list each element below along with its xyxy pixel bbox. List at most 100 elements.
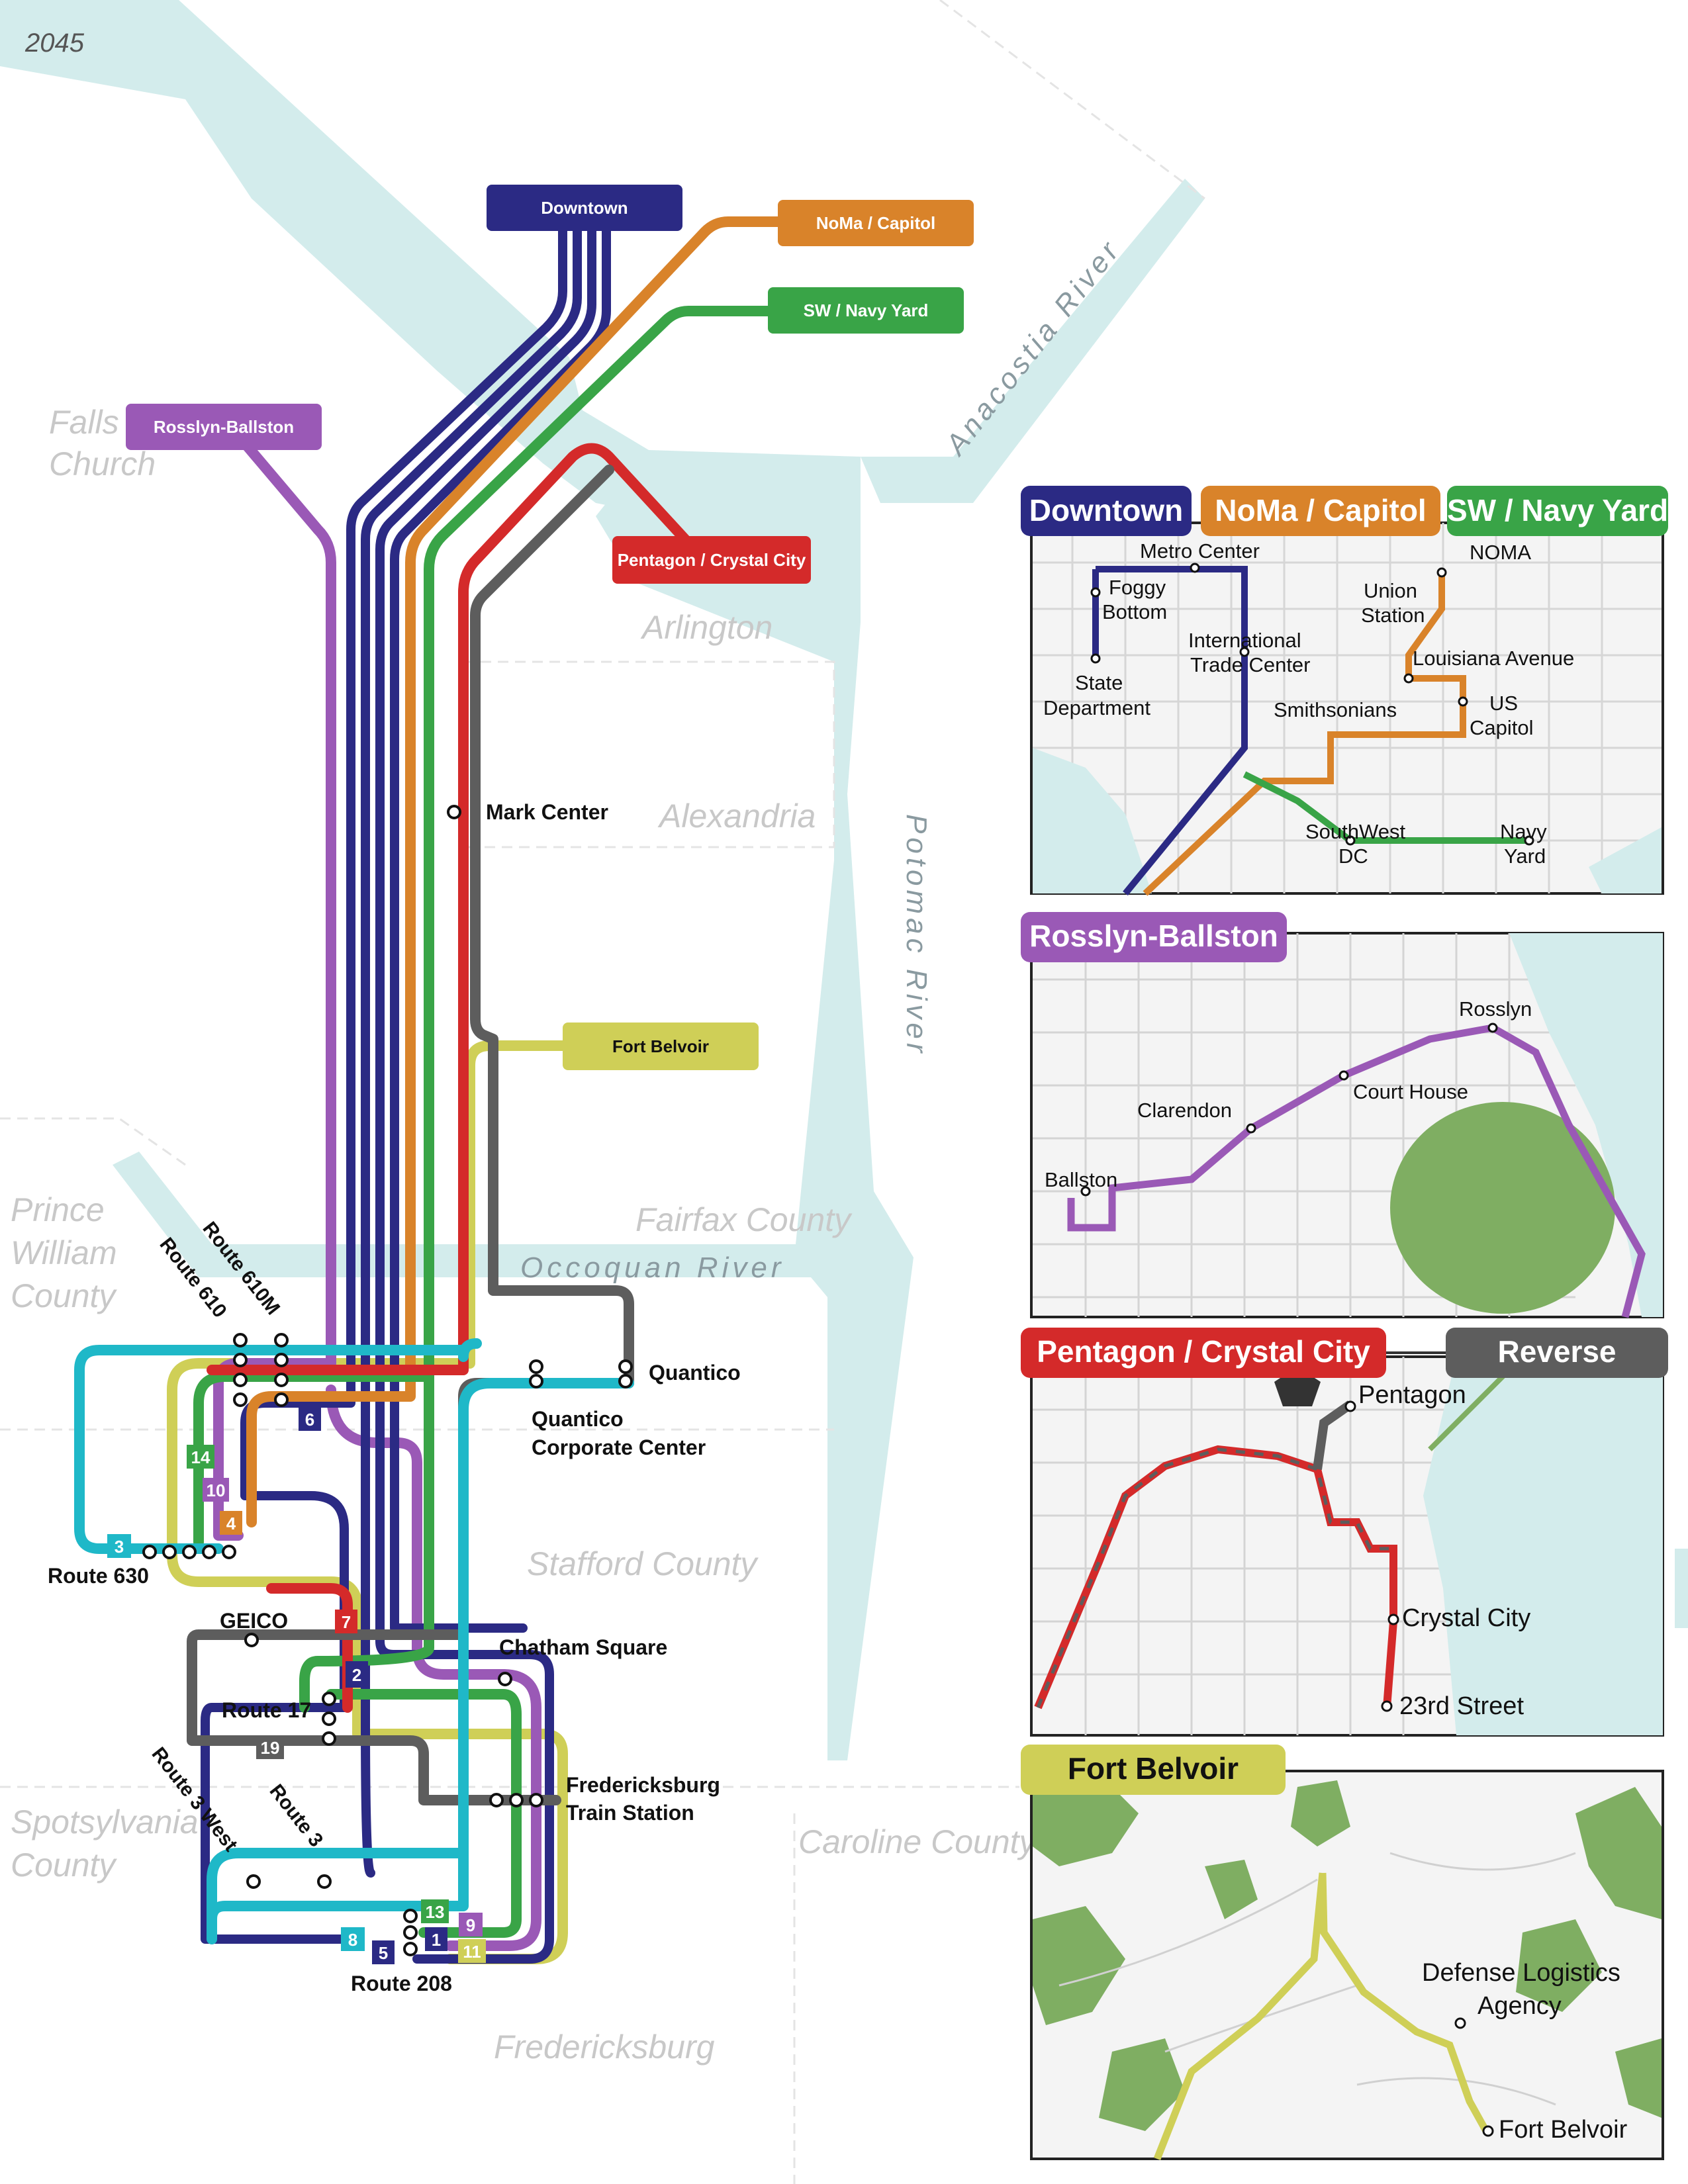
anacostia-river <box>861 179 1205 503</box>
stop-route630-b[interactable] <box>162 1545 177 1559</box>
region-fairfax: Fairfax County <box>635 1201 853 1238</box>
label-route208: Route 208 <box>351 1972 452 1995</box>
stop-route630-c[interactable] <box>182 1545 197 1559</box>
inset-pentagon-reverse-bg <box>1446 1328 1668 1378</box>
label-fred-train-1: Fredericksburg <box>566 1773 720 1797</box>
inset-pentagon-reverse-route <box>1036 1447 1393 1708</box>
label-geico: GEICO <box>220 1609 288 1633</box>
stop-route208-b[interactable] <box>403 1925 418 1940</box>
stop-route610m-d[interactable] <box>274 1392 289 1407</box>
inset-dc-label-noma: NOMA <box>1470 541 1531 564</box>
inset-rosslyn-stop-rosslyn[interactable] <box>1487 1023 1498 1033</box>
inset-dc-stop-southwest[interactable] <box>1345 835 1356 846</box>
tag-downtown-bg[interactable] <box>487 185 682 231</box>
label-chatham: Chatham Square <box>499 1635 667 1659</box>
stop-fred-train-a[interactable] <box>489 1793 504 1807</box>
stop-route610-d[interactable] <box>233 1392 248 1407</box>
inset-rosslyn-label-rosslyn: Rosslyn <box>1459 997 1532 1021</box>
stop-route17-a[interactable] <box>322 1692 336 1706</box>
region-alexandria: Alexandria <box>657 797 816 835</box>
inset-dc-stop-capitol[interactable] <box>1458 696 1468 707</box>
inset-pentagon-stop-23rd[interactable] <box>1381 1700 1393 1712</box>
stop-fred-train-b[interactable] <box>509 1793 524 1807</box>
inset-belvoir-stop-fort-belvoir[interactable] <box>1482 2125 1494 2137</box>
inset-rosslyn-stops <box>1080 1023 1498 1197</box>
badge-7: 7 <box>342 1612 351 1632</box>
stop-route630-d[interactable] <box>202 1545 216 1559</box>
tag-belvoir-bg[interactable] <box>563 1023 759 1070</box>
inset-dc-label-state-2: Department <box>1043 696 1150 719</box>
line-downtown-1 <box>201 220 567 1944</box>
region-fredericksburg: Fredericksburg <box>494 2028 715 2066</box>
stop-quantico-cc-a[interactable] <box>529 1359 543 1374</box>
inset-dc-title-noma-bg <box>1201 486 1440 536</box>
stop-fred-train-c[interactable] <box>529 1793 543 1807</box>
inset-rosslyn-stop-clarendon[interactable] <box>1246 1123 1256 1134</box>
inset-belvoir-label-fort-belvoir: Fort Belvoir <box>1499 2116 1628 2144</box>
stop-route610m-b[interactable] <box>274 1353 289 1367</box>
label-route17: Route 17 <box>222 1698 311 1722</box>
badge-2: 2 <box>352 1665 361 1685</box>
stop-route208-c[interactable] <box>403 1942 418 1956</box>
tag-belvoir: Fort Belvoir <box>612 1036 709 1056</box>
inset-dc-stop-metro-center[interactable] <box>1190 563 1200 573</box>
badge-19: 19 <box>261 1738 280 1758</box>
tag-noma-bg[interactable] <box>778 200 974 246</box>
stop-route3[interactable] <box>317 1874 332 1889</box>
inset-dc-water <box>1033 748 1152 893</box>
inset-dc-label-smithsonians: Smithsonians <box>1274 698 1397 721</box>
badge-11-bg <box>458 1939 486 1963</box>
stop-route610-c[interactable] <box>233 1373 248 1387</box>
inset-dc-stop-foggy-bottom[interactable] <box>1090 587 1101 598</box>
inset-dc-stop-itc[interactable] <box>1239 647 1250 657</box>
inset-rosslyn-stop-ballston[interactable] <box>1080 1186 1091 1197</box>
stop-route17-b[interactable] <box>322 1711 336 1726</box>
inset-dc-stops <box>1090 563 1534 846</box>
tag-swnavy-bg[interactable] <box>768 287 964 334</box>
stops <box>142 805 633 1956</box>
stop-route208-a[interactable] <box>403 1909 418 1923</box>
anacostia-river-label: Anacostia River <box>938 233 1127 462</box>
tag-rosslyn: Rosslyn-Ballston <box>154 417 294 437</box>
badge-5: 5 <box>379 1943 388 1963</box>
region-falls-church-2: Church <box>49 445 156 482</box>
stop-route3w[interactable] <box>246 1874 261 1889</box>
inset-dc-stop-navy-yard[interactable] <box>1524 835 1534 846</box>
stop-quantico-a[interactable] <box>618 1359 633 1374</box>
stop-route630-a[interactable] <box>142 1545 157 1559</box>
boundary-county-4 <box>463 660 835 848</box>
stop-route17-c[interactable] <box>322 1731 336 1746</box>
tag-rosslyn-bg[interactable] <box>126 404 322 450</box>
badge-6-bg <box>299 1407 321 1431</box>
inset-pentagon-stop-crystal-city[interactable] <box>1387 1614 1399 1625</box>
stop-chatham-square[interactable] <box>498 1672 512 1686</box>
inset-pentagon-label-23rd: 23rd Street <box>1399 1692 1524 1720</box>
stop-route630-e[interactable] <box>222 1545 236 1559</box>
tag-downtown: Downtown <box>541 198 628 218</box>
inset-dc-stop-louisiana[interactable] <box>1403 673 1414 684</box>
stop-quantico-b[interactable] <box>618 1374 633 1388</box>
stop-route610m-c[interactable] <box>274 1373 289 1387</box>
inset-dc-label-itc-2: Trade Center <box>1190 653 1311 676</box>
inset-pentagon-stop-pentagon[interactable] <box>1344 1400 1356 1412</box>
route-badges: 2 3 4 5 6 7 8 9 10 11 1 13 14 19 <box>107 1407 486 1964</box>
inset-dc-stop-noma[interactable] <box>1436 567 1447 578</box>
badge-14: 14 <box>191 1447 211 1467</box>
stop-mark-center[interactable] <box>447 805 461 819</box>
region-caroline: Caroline County <box>798 1823 1038 1860</box>
inset-dc-stop-state[interactable] <box>1090 653 1101 664</box>
inset-belvoir: Defense Logistics Agency Fort Belvoir Fo… <box>1021 1745 1664 2161</box>
inset-rosslyn-stop-court-house[interactable] <box>1338 1070 1349 1081</box>
stop-route610-b[interactable] <box>233 1353 248 1367</box>
inset-belvoir-stops <box>1454 2017 1494 2137</box>
stop-geico[interactable] <box>244 1633 259 1647</box>
stop-route610m-a[interactable] <box>274 1333 289 1347</box>
tag-pentagon-bg[interactable] <box>612 536 811 584</box>
badge-19-bg <box>256 1735 284 1759</box>
inset-dc-label-louisiana: Louisiana Avenue <box>1413 647 1574 670</box>
occoquan-river-label: Occoquan River <box>520 1251 784 1284</box>
inset-belvoir-stop-dla[interactable] <box>1454 2017 1466 2029</box>
stop-quantico-cc-b[interactable] <box>529 1374 543 1388</box>
badge-10-bg <box>203 1478 229 1502</box>
stop-route610-a[interactable] <box>233 1333 248 1347</box>
